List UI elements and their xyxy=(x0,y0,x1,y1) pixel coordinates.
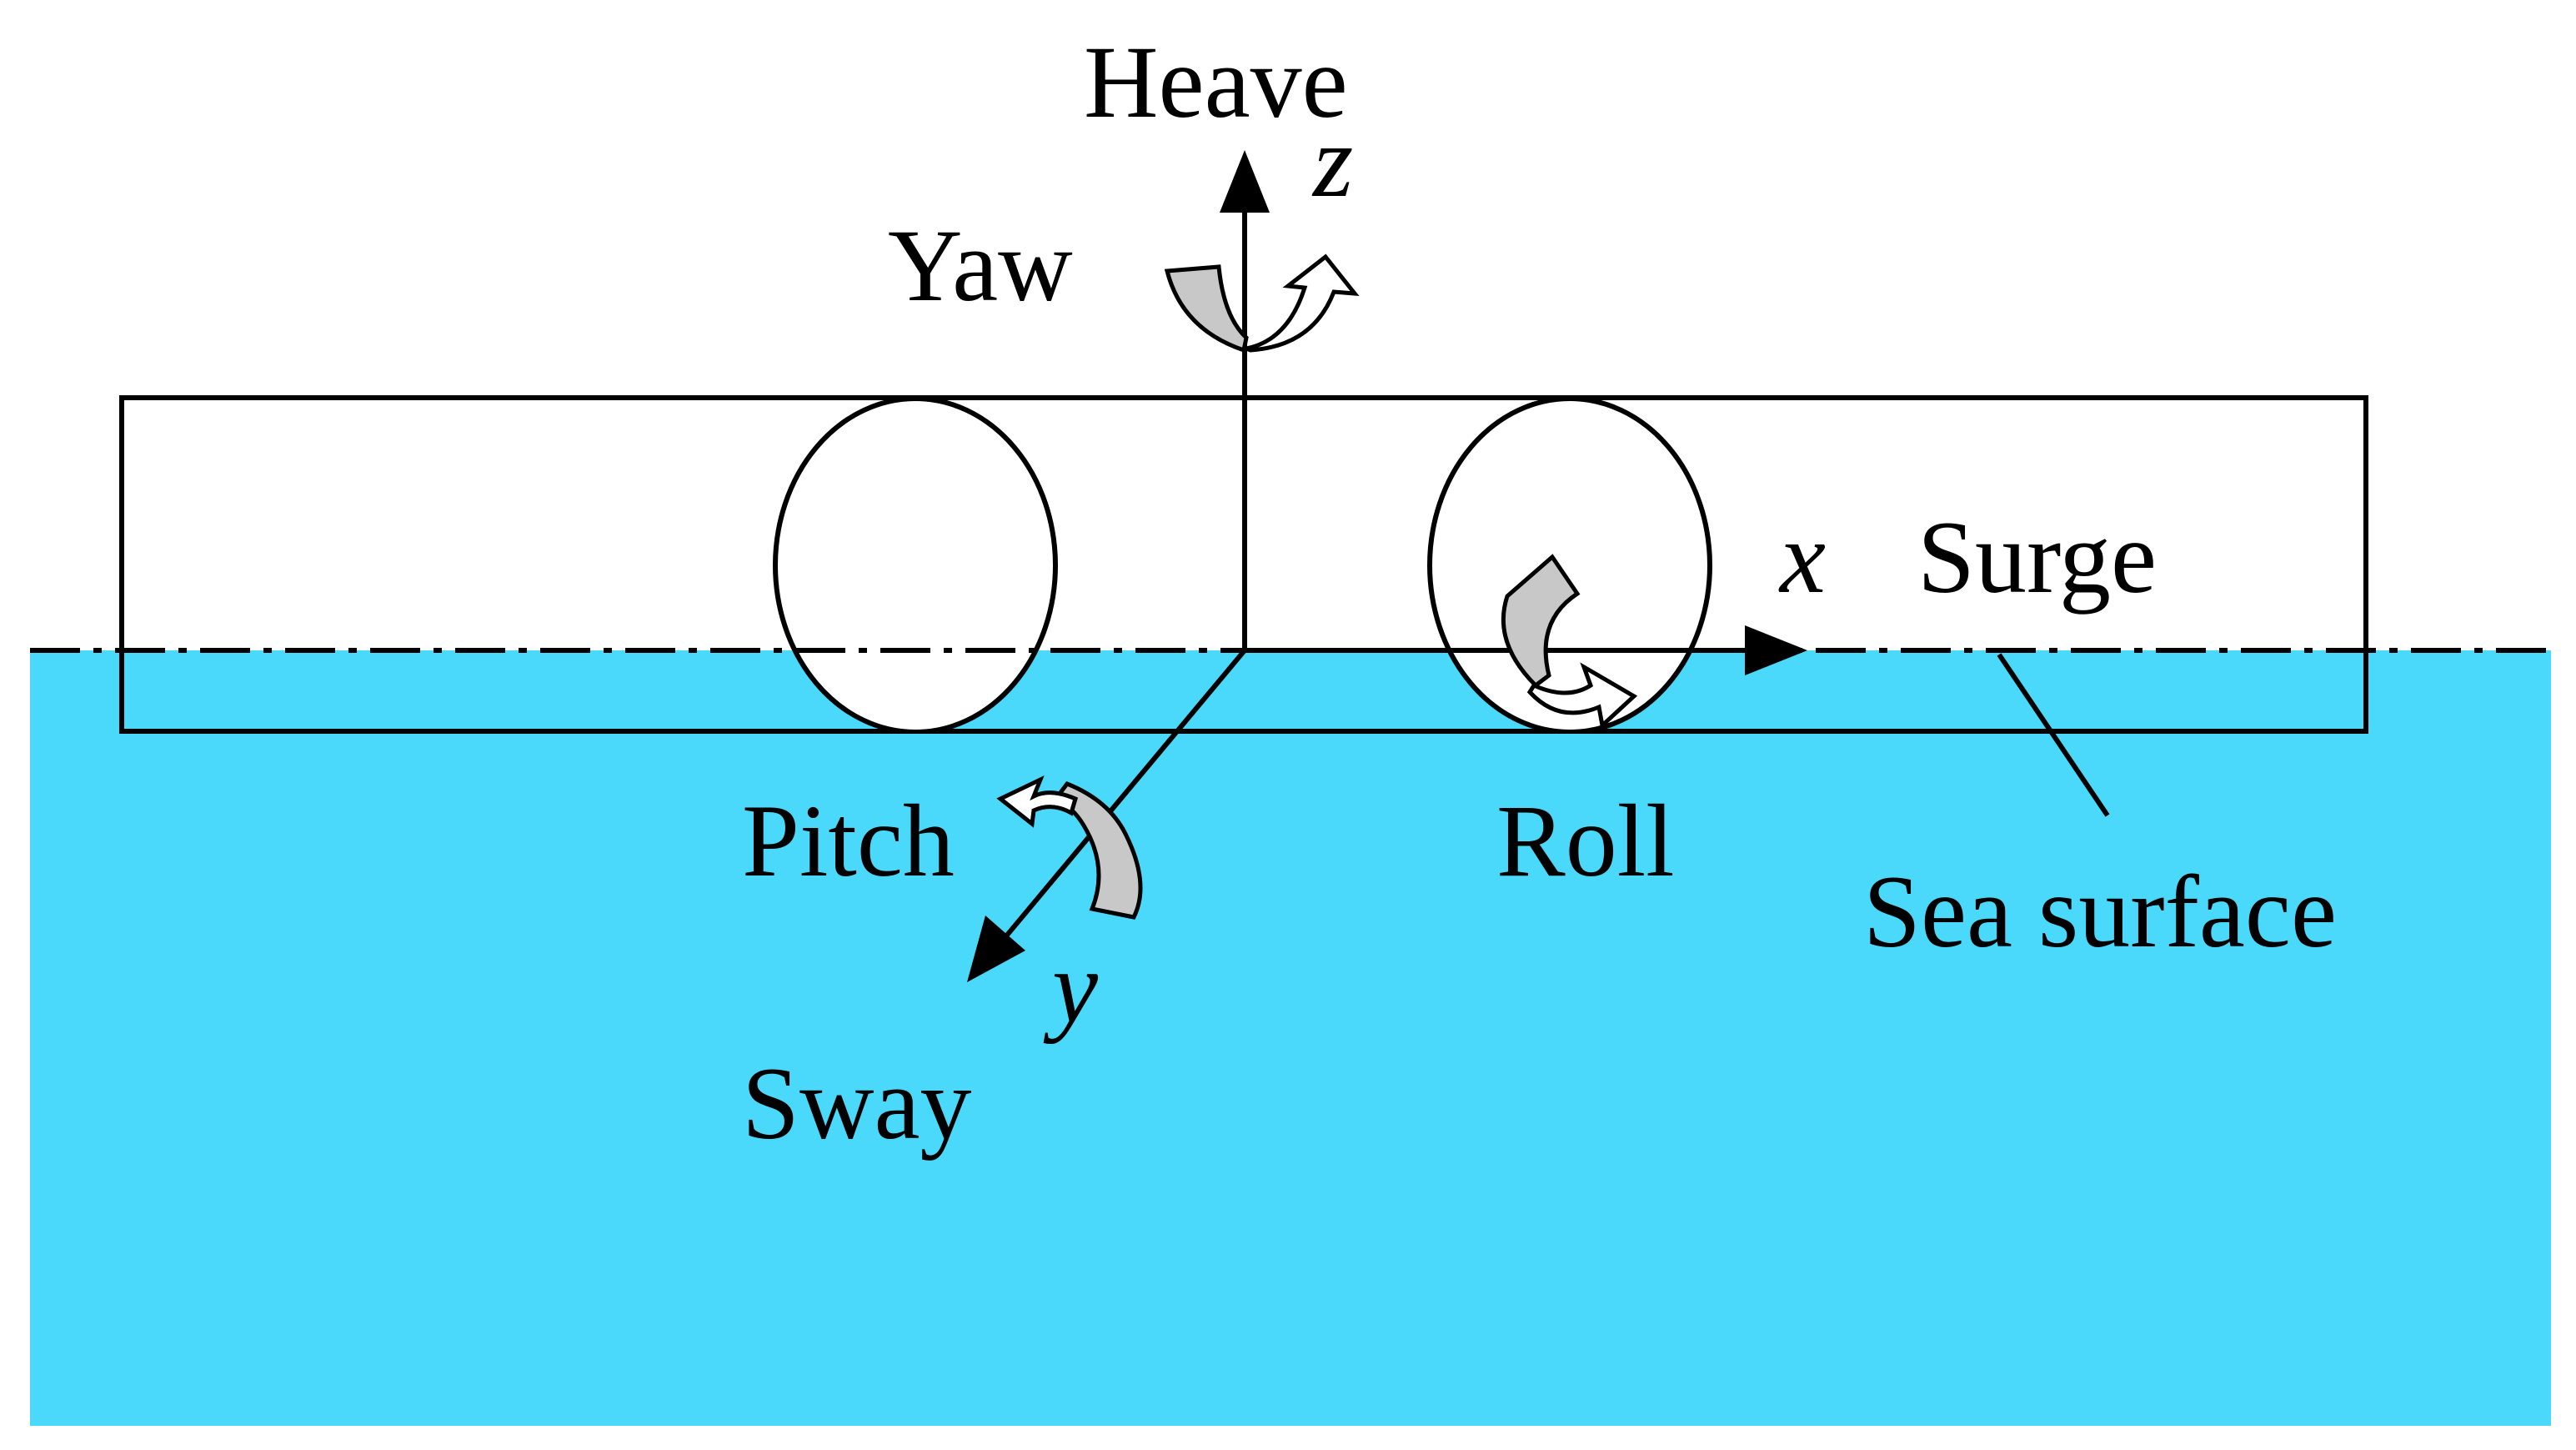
surge-label: Surge xyxy=(1917,500,2157,615)
z-axis xyxy=(1220,150,1270,650)
x-axis-label: x xyxy=(1778,500,1826,615)
pitch-label: Pitch xyxy=(742,784,955,898)
y-axis xyxy=(967,649,1247,982)
z-axis-label: z xyxy=(1311,104,1353,218)
heave-label: Heave xyxy=(1084,25,1348,139)
sea-region xyxy=(30,650,2551,1426)
pitch-rotation-icon xyxy=(996,775,1143,920)
x-axis xyxy=(1245,625,1807,675)
roll-rotation-icon xyxy=(1501,554,1638,730)
sea-surface-leader xyxy=(1997,653,2110,817)
y-axis-label: y xyxy=(1043,930,1099,1044)
roll-label: Roll xyxy=(1496,784,1675,898)
sea-surface-label: Sea surface xyxy=(1863,855,2337,969)
sway-label: Sway xyxy=(742,1046,972,1161)
pontoon-right xyxy=(1427,398,1712,731)
pontoon-left xyxy=(773,398,1058,731)
yaw-label: Yaw xyxy=(888,208,1073,323)
yaw-rotation-icon xyxy=(1164,253,1360,354)
